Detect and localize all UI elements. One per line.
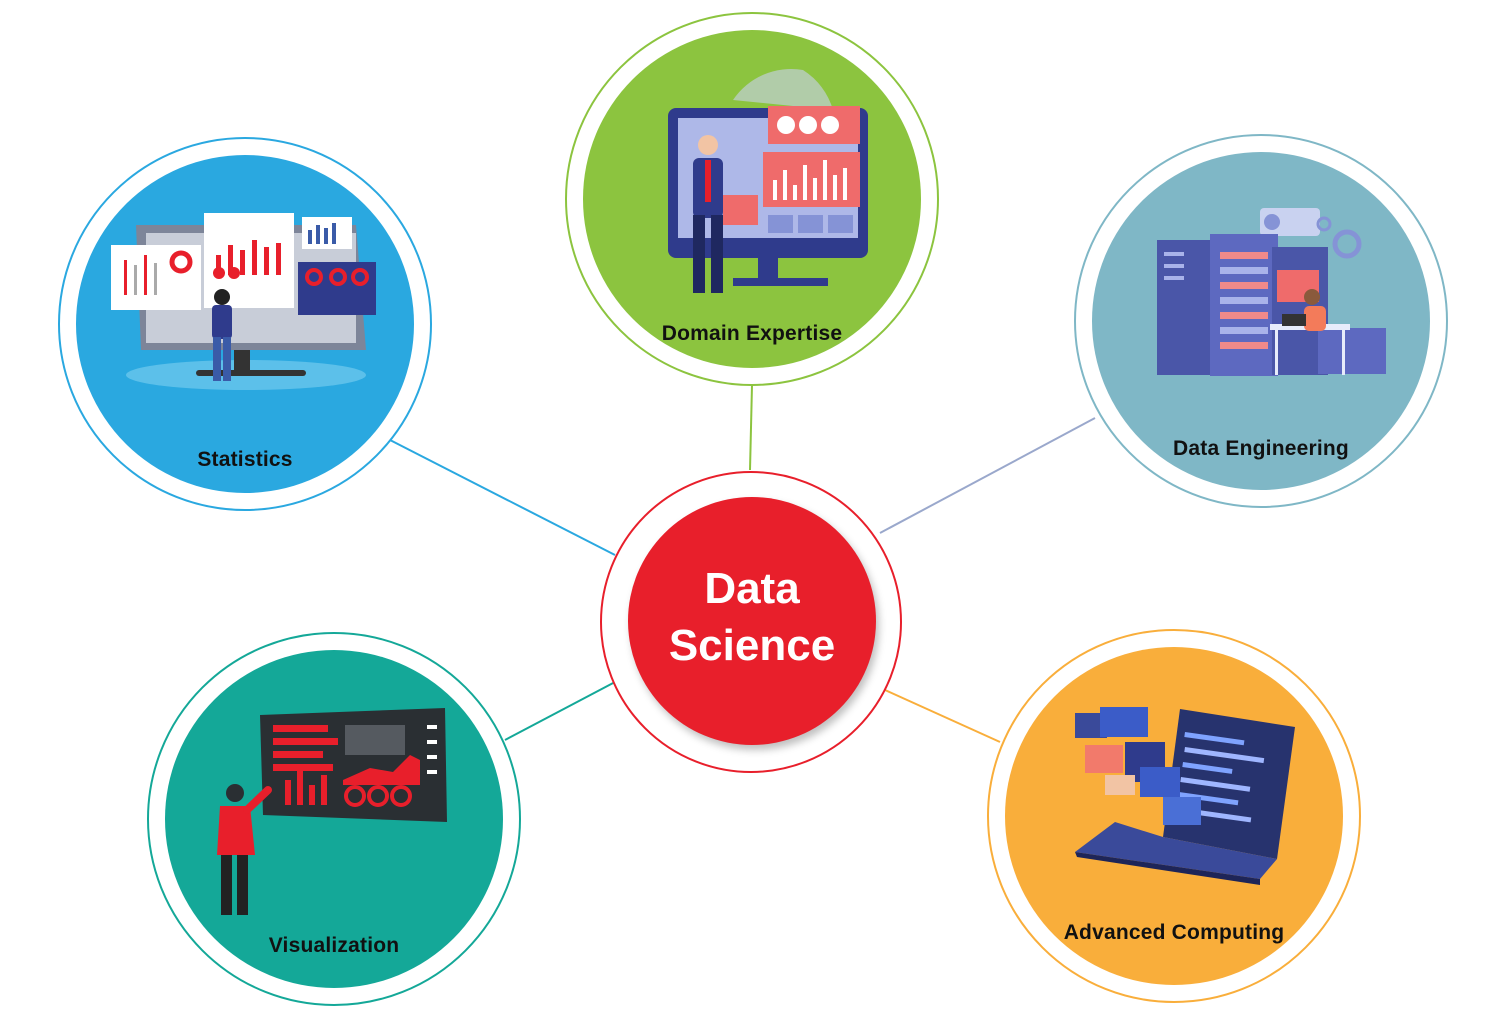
analyst-monitor-illustration xyxy=(668,68,868,293)
connector-visualization xyxy=(504,681,616,741)
node-data-engineering: Data Engineering xyxy=(1074,134,1448,508)
connector-statistics xyxy=(389,439,616,556)
center-title-line2: Science xyxy=(668,621,836,670)
node-label: Advanced Computing xyxy=(1063,921,1285,944)
server-engineer-illustration xyxy=(1157,208,1386,376)
node-label: Visualization xyxy=(268,934,400,957)
statistics-dashboard-illustration xyxy=(111,213,376,390)
center-node-data-science: Data Science xyxy=(600,471,902,773)
dashboard-presenter-illustration xyxy=(217,708,447,915)
connector-computing xyxy=(884,689,1001,743)
node-statistics: Statistics xyxy=(58,137,432,511)
node-visualization: Visualization xyxy=(147,632,521,1006)
connector-domain xyxy=(749,384,753,471)
node-label: Domain Expertise xyxy=(661,322,843,345)
node-advanced-computing: Advanced Computing xyxy=(987,629,1361,1003)
node-domain-expertise: Domain Expertise xyxy=(565,12,939,386)
connector-engineering xyxy=(879,417,1096,534)
center-title-line1: Data xyxy=(704,564,800,613)
node-label: Statistics xyxy=(197,448,293,471)
node-label: Data Engineering xyxy=(1173,437,1349,460)
laptop-code-illustration xyxy=(1075,707,1295,885)
